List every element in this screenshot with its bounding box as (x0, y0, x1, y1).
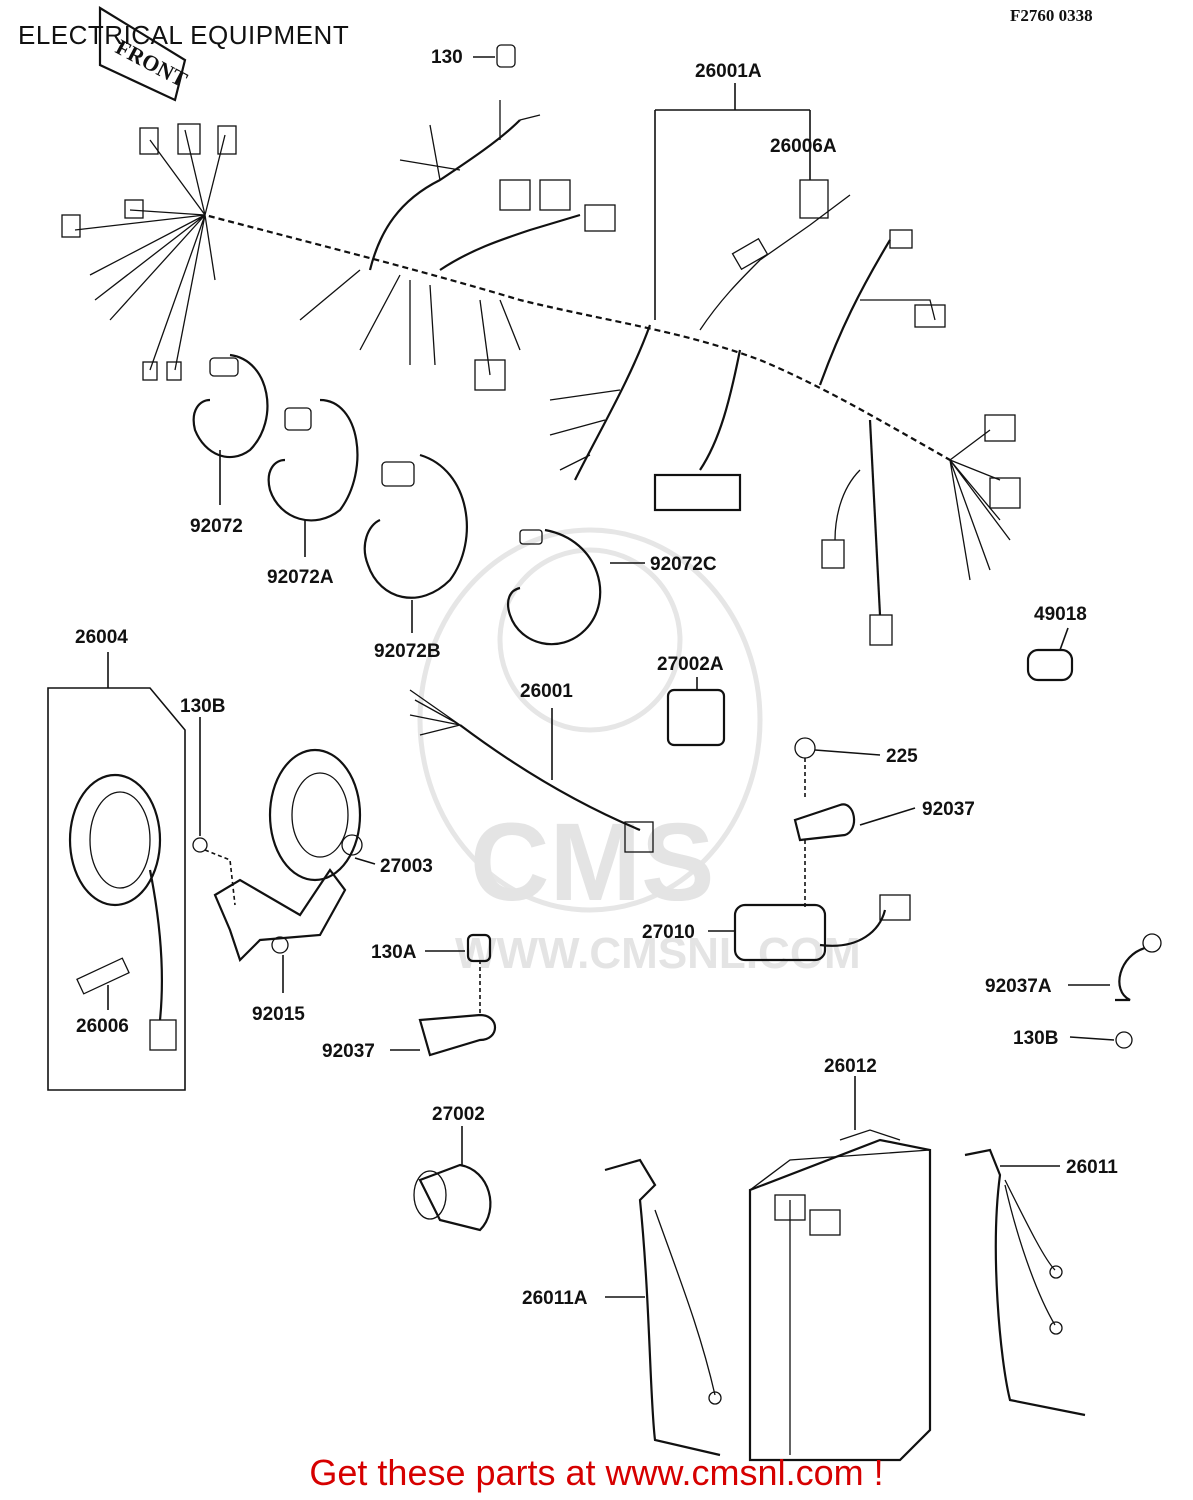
front-mark: FRONT (112, 34, 192, 92)
label-92072B: 92072B (374, 641, 441, 662)
label-225: 225 (886, 746, 918, 767)
label-92037-lower: 92037 (322, 1041, 375, 1062)
label-27010: 27010 (642, 922, 695, 943)
bolt-130A (466, 933, 492, 963)
label-27003: 27003 (380, 856, 433, 877)
label-27002A: 27002A (657, 654, 724, 675)
horn-bracket (213, 868, 347, 963)
label-92072: 92072 (190, 516, 243, 537)
label-130: 130 (431, 47, 463, 68)
fuse-26006 (76, 957, 130, 995)
clamp-92037-lower (418, 1013, 496, 1057)
label-130B-left: 130B (180, 696, 225, 717)
horn-left (68, 773, 162, 907)
cable-26011A (604, 1158, 721, 1457)
battery-cables (604, 1148, 1086, 1457)
bolt-130B-right (1115, 1031, 1133, 1049)
label-26001A: 26001A (695, 61, 762, 82)
label-26011A: 26011A (522, 1288, 588, 1309)
label-26012: 26012 (824, 1056, 877, 1077)
label-27002: 27002 (432, 1104, 485, 1125)
label-26006A: 26006A (770, 136, 837, 157)
cable-26011 (964, 1148, 1086, 1417)
watermark-brand: CMS (470, 801, 714, 924)
figure-code: F2760 0338 (1010, 6, 1093, 25)
watermark-site: WWW.CMSNL.COM (455, 929, 861, 978)
label-92037-right: 92037 (922, 799, 975, 820)
clamp-lower-group (418, 933, 496, 1057)
relay-27002A (666, 688, 726, 747)
leader-lines (107, 44, 1115, 1298)
bolt-225 (794, 737, 816, 759)
sub-harness-26001 (409, 689, 654, 853)
label-130A: 130A (371, 942, 417, 963)
label-26011: 26011 (1066, 1157, 1118, 1178)
battery-26012 (748, 1129, 932, 1462)
harness-clamps (192, 353, 602, 646)
switch-49018 (1026, 648, 1074, 682)
label-92015: 92015 (252, 1004, 305, 1025)
label-26001: 26001 (520, 681, 573, 702)
horn-right (268, 748, 362, 882)
clamp-92072 (192, 353, 269, 459)
label-92037A: 92037A (985, 976, 1052, 997)
horn-assembly (47, 687, 363, 1091)
label-92072A: 92072A (267, 567, 334, 588)
bolt-130B-left (192, 837, 208, 853)
page-title: ELECTRICAL EQUIPMENT (18, 20, 350, 50)
footer-link-text[interactable]: Get these parts at www.cmsnl.com ! (309, 1452, 884, 1493)
label-26006: 26006 (76, 1016, 129, 1037)
watermark: CMS WWW.CMSNL.COM (417, 527, 861, 978)
regulator-27010 (733, 903, 827, 962)
clamp-92037-right (793, 803, 856, 842)
label-92072C: 92072C (650, 554, 717, 575)
clamp-92072A (267, 398, 359, 522)
relay-27002 (413, 1163, 492, 1232)
main-wiring-harness (61, 100, 1021, 646)
clamp-92072C (506, 528, 602, 646)
front-arrow-plate: FRONT (98, 6, 192, 102)
ground-clamp-group (1115, 933, 1162, 1049)
label-49018: 49018 (1034, 604, 1087, 625)
regulator-group (733, 737, 911, 962)
clamp-92072B (363, 453, 468, 599)
label-130B-right: 130B (1013, 1028, 1058, 1049)
nut-92015 (271, 936, 289, 954)
part-labels: 130 26001A 26006A 92072 92072A 92072B 92… (75, 47, 1118, 1309)
label-26004: 26004 (75, 627, 128, 648)
